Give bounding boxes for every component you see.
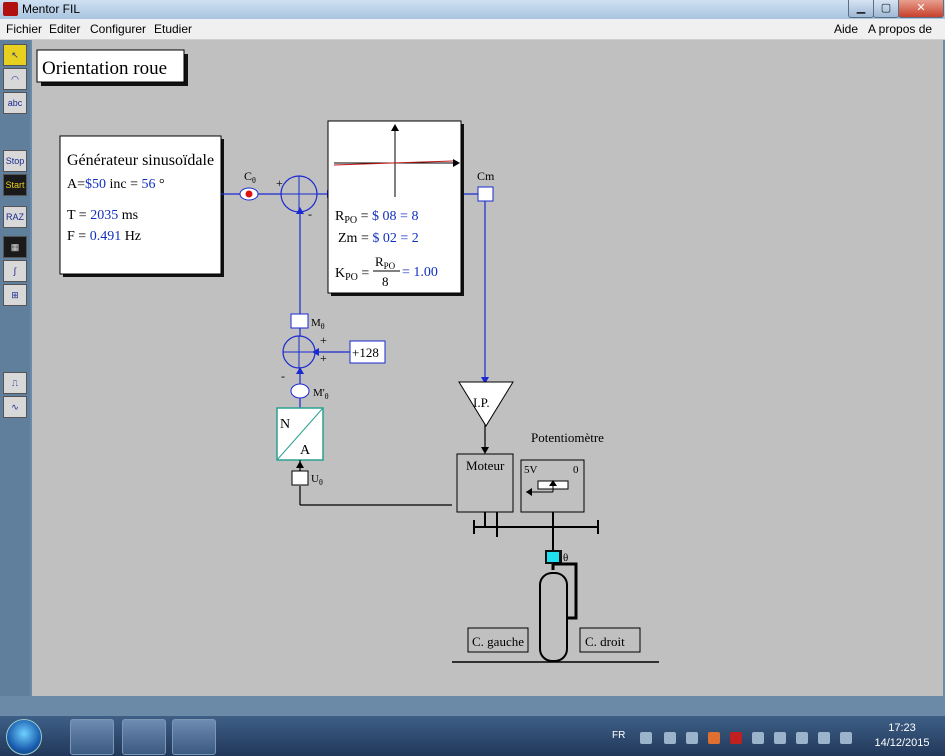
word-task-icon[interactable] [122, 719, 166, 755]
kpo-numerator: RPO [375, 254, 396, 271]
tray-app-icon[interactable] [640, 732, 652, 744]
c-theta-label: Cθ [244, 169, 256, 185]
m-theta-label: Mθ [311, 317, 325, 331]
tray-antivirus-icon[interactable] [796, 732, 808, 744]
tray-pdf-icon[interactable] [730, 732, 742, 744]
offset-value: +128 [352, 345, 379, 360]
cm-node[interactable] [477, 186, 494, 202]
title-bar: Mentor FIL ▁ ▢ ✕ [0, 0, 945, 19]
mprime-theta-label: M'θ [313, 387, 329, 401]
zm-line: Zm = $ 02 = 2 [338, 231, 419, 246]
sum1-plus: + [276, 176, 283, 190]
tray-flag-icon[interactable] [774, 732, 786, 744]
start-orb-icon[interactable] [6, 719, 42, 755]
u-theta-label: Uθ [311, 473, 323, 487]
sum2-plus-top: + [320, 333, 327, 347]
sum1-minus: - [308, 207, 312, 221]
minimize-button[interactable]: ▁ [848, 0, 874, 18]
component-tool-icon[interactable]: ⊞ [3, 284, 27, 306]
sum2-plus-right: + [320, 351, 327, 365]
raz-button[interactable]: RAZ [3, 206, 27, 228]
theta-sensor-label: θ [563, 552, 568, 564]
menu-editer[interactable]: Editer [49, 22, 81, 36]
diagram-title: Orientation roue [42, 58, 167, 79]
c-theta-dot [245, 190, 253, 198]
step-signal-icon[interactable]: ⎍ [3, 372, 27, 394]
gain-curve [333, 160, 454, 166]
converter-a: A [300, 443, 311, 458]
stop-button[interactable]: Stop [3, 150, 27, 172]
converter-n: N [280, 417, 290, 432]
generator-title: Générateur sinusoïdale [67, 152, 214, 169]
wheel-fork [553, 562, 578, 620]
tray-network-icon[interactable] [752, 732, 764, 744]
motor-block[interactable] [456, 453, 514, 513]
kpo-label: KPO = [335, 266, 369, 283]
menu-aide[interactable]: Aide [834, 22, 859, 36]
title-box [36, 49, 185, 83]
window-title: Mentor FIL [22, 2, 81, 16]
taskbar: FR 17:23 14/12/2015 [0, 716, 945, 756]
tray-update-icon[interactable] [708, 732, 720, 744]
arrow-tool-icon[interactable]: ↖ [3, 44, 27, 66]
generator-box[interactable] [59, 135, 222, 275]
u-theta-node[interactable] [291, 470, 309, 486]
pot-5v-label: 5V [524, 464, 538, 476]
cm-label: Cm [477, 169, 495, 183]
window-bottom-frame [0, 696, 945, 716]
kpo-denominator: 8 [382, 274, 389, 289]
generator-frequency: F = 0.491 Hz [67, 229, 141, 244]
c-droit-label: C. droit [585, 634, 625, 649]
menu-etudier[interactable]: Etudier [154, 22, 193, 36]
clock-time: 17:23 [888, 722, 916, 734]
pot-0-label: 0 [573, 464, 579, 476]
menu-bar: Fichier Editer Configurer Etudier Aide A… [0, 19, 945, 50]
generator-amplitude: A=$50 inc = 56 ° [67, 177, 165, 192]
mechanical-shafts [473, 512, 599, 570]
start-button[interactable]: Start [3, 174, 27, 196]
menu-configurer[interactable]: Configurer [90, 22, 147, 36]
c-gauche-box[interactable] [467, 627, 529, 653]
sine-signal-icon[interactable]: ∿ [3, 396, 27, 418]
c-droit-box[interactable] [579, 627, 641, 653]
wheel[interactable] [539, 572, 568, 662]
language-indicator[interactable]: FR [612, 730, 626, 741]
diagram-canvas[interactable]: Orientation roue Générateur sinusoïdale … [32, 40, 943, 696]
explorer-task-icon[interactable] [70, 719, 114, 755]
grid-tool-icon[interactable]: ▦ [3, 236, 27, 258]
ip-amplifier[interactable] [458, 381, 514, 427]
app-icon [3, 2, 18, 16]
tray-display-icon[interactable] [818, 732, 830, 744]
c-gauche-label: C. gauche [472, 634, 524, 649]
tool-palette: ↖ ◠ abc Stop Start RAZ ▦ ∫ ⊞ ⎍ ∿ [0, 40, 30, 716]
curve-tool-icon[interactable]: ∫ [3, 260, 27, 282]
mprime-theta-node[interactable] [290, 383, 310, 399]
clock-date: 14/12/2015 [874, 737, 930, 749]
sum2-minus: - [281, 369, 285, 383]
maximize-button[interactable]: ▢ [873, 0, 899, 18]
potentiometer-title: Potentiomètre [531, 430, 604, 445]
close-button[interactable]: ✕ [898, 0, 944, 18]
ip-label: I.P. [473, 395, 490, 410]
tray-security-icon[interactable] [664, 732, 676, 744]
tray-volume-icon[interactable] [840, 732, 852, 744]
offset-box[interactable] [349, 340, 386, 364]
rpo-line: RPO = $ 08 = 8 [335, 209, 418, 226]
tray-printer-icon[interactable] [686, 732, 698, 744]
m-theta-node[interactable] [290, 313, 309, 329]
gauge-tool-icon[interactable]: ◠ [3, 68, 27, 90]
system-clock[interactable]: 17:23 14/12/2015 [866, 721, 938, 751]
mentor-task-icon[interactable] [172, 719, 216, 755]
menu-fichier[interactable]: Fichier [6, 22, 43, 36]
motor-label: Moteur [466, 458, 505, 473]
text-tool-button[interactable]: abc [3, 92, 27, 114]
kpo-value: = 1.00 [402, 265, 438, 280]
generator-period: T = 2035 ms [67, 208, 138, 223]
